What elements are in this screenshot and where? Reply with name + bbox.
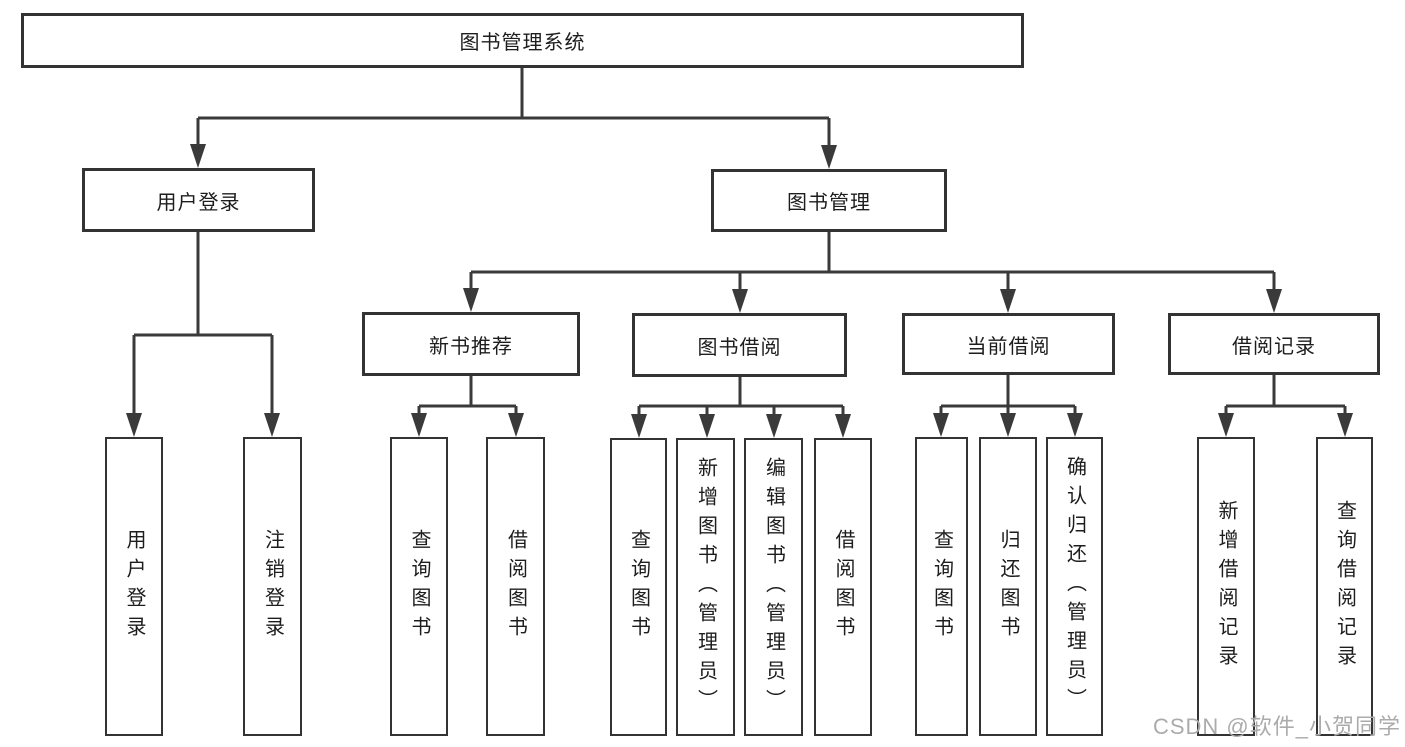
- leaf-borrow-query-books: 查询图书: [610, 438, 667, 736]
- leaf-logout-login: 注销登录: [243, 437, 302, 736]
- arrowhead-icon: [1000, 413, 1016, 437]
- edge-userlogin-to-leaves: [132, 232, 274, 419]
- arrowhead-icon: [190, 144, 206, 168]
- edge-newbook-to-leaves: [417, 375, 518, 419]
- edge-records-to-leaves: [1224, 375, 1347, 419]
- arrowhead-icon: [1266, 289, 1282, 313]
- leaf-label: 用户登录: [123, 528, 145, 645]
- leaf-recommend-borrow-books: 借阅图书: [486, 437, 545, 736]
- node-new-book-recommendation: 新书推荐: [362, 312, 580, 376]
- node-borrowing-records: 借阅记录: [1168, 313, 1380, 375]
- arrowhead-icon: [463, 288, 479, 312]
- arrowhead-icon: [1218, 413, 1234, 437]
- arrowhead-icon: [699, 414, 715, 438]
- node-user-login: 用户登录: [82, 168, 315, 232]
- node-book-borrowing: 图书借阅: [632, 313, 847, 377]
- leaf-recommend-query-books: 查询图书: [390, 437, 448, 736]
- leaf-borrow-add-books-admin: 新增图书（管理员）: [676, 438, 735, 736]
- leaf-label: 归还图书: [997, 528, 1019, 645]
- leaf-records-add-record: 新增借阅记录: [1197, 437, 1255, 736]
- edge-bookborrow-to-leaves: [637, 377, 845, 420]
- arrowhead-icon: [1337, 413, 1353, 437]
- arrowhead-icon: [835, 414, 851, 438]
- arrowhead-icon: [766, 414, 782, 438]
- arrowhead-icon: [821, 145, 837, 169]
- leaf-borrow-borrow-books: 借阅图书: [814, 438, 872, 736]
- leaf-label: 新增图书（管理员）: [694, 456, 717, 718]
- leaf-label: 查询图书: [930, 528, 953, 645]
- arrowhead-icon: [264, 413, 280, 437]
- leaf-label: 查询图书: [408, 528, 430, 645]
- edge-root-to-level2: [196, 68, 831, 151]
- arrowhead-icon: [126, 413, 142, 437]
- node-root-library-management-system: 图书管理系统: [21, 13, 1024, 68]
- csdn-watermark: CSDN @软件_小贺同学: [1152, 714, 1401, 739]
- arrowhead-icon: [933, 413, 949, 437]
- leaf-label: 注销登录: [261, 528, 284, 645]
- leaf-label: 借阅图书: [832, 529, 854, 645]
- edge-bookmgmt-to-level3: [469, 232, 1276, 295]
- leaf-current-confirm-return-admin: 确认归还（管理员）: [1046, 437, 1103, 736]
- arrowhead-icon: [508, 413, 524, 437]
- leaf-user-login: 用户登录: [105, 437, 163, 736]
- leaf-label: 新增借阅记录: [1215, 499, 1237, 674]
- arrowhead-icon: [1000, 289, 1016, 313]
- leaf-label: 查询借阅记录: [1333, 499, 1356, 674]
- leaf-label: 查询图书: [627, 529, 650, 645]
- arrowhead-icon: [732, 289, 748, 313]
- leaf-label: 确认归还（管理员）: [1063, 456, 1086, 717]
- leaf-borrow-edit-books-admin: 编辑图书（管理员）: [744, 438, 803, 736]
- leaf-current-return-books: 归还图书: [979, 437, 1037, 736]
- arrowhead-icon: [411, 413, 427, 437]
- arrowhead-icon: [631, 414, 647, 438]
- leaf-label: 编辑图书（管理员）: [762, 456, 785, 718]
- leaf-current-query-books: 查询图书: [915, 437, 968, 736]
- leaf-records-query-record: 查询借阅记录: [1316, 437, 1373, 736]
- leaf-label: 借阅图书: [504, 528, 527, 645]
- node-current-borrowing: 当前借阅: [902, 313, 1115, 375]
- arrowhead-icon: [1067, 413, 1083, 437]
- edge-currentborrow-to-leaves: [939, 375, 1077, 419]
- node-book-management: 图书管理: [711, 169, 947, 232]
